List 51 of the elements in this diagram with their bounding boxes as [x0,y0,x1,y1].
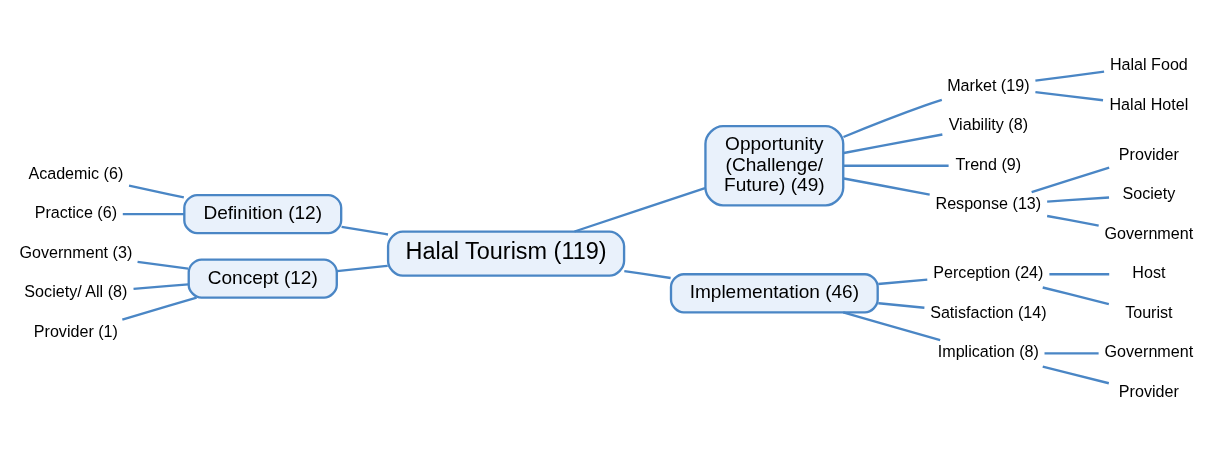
node-text: Halal Hotel [1109,94,1189,113]
connector [843,98,943,139]
node-text: Society/ All (8) [24,282,128,301]
node-text: Society [1122,184,1176,203]
connector [1046,214,1099,227]
node-text: Perception (24) [933,263,1044,282]
node-box: Opportunity (Challenge/ Future) (49) [704,125,845,207]
connector [1044,352,1099,355]
node-text: Halal Food [1109,55,1188,74]
connector [624,269,671,280]
node-text: Academic (6) [28,163,124,182]
connector [122,296,197,321]
connector [842,311,941,342]
node-text: Government [1104,223,1194,242]
node-text: Viability (8) [948,115,1029,134]
node-text: Provider [1118,144,1179,163]
connector [1049,273,1110,276]
node-text: Practice (6) [34,203,118,222]
node-box: Concept (12) [187,258,338,299]
connector [128,184,185,199]
node-text: Tourist [1125,302,1173,321]
connector [336,264,388,273]
node-box: Implementation (46) [669,273,879,314]
connector [843,177,930,196]
connector [1042,365,1110,385]
node-text: Provider (1) [33,321,118,340]
connector [574,187,706,233]
connector [1042,286,1110,306]
node-text: Satisfaction (14) [930,302,1047,321]
node-text: Response (13) [935,194,1042,213]
connector [1035,70,1105,82]
node-box: Halal Tourism (119) [386,230,626,277]
connector [341,225,389,236]
connector [843,133,943,155]
connector [1047,196,1110,203]
node-text: Government [1104,342,1194,361]
connector [1031,166,1110,194]
node-text: Government (3) [19,242,133,261]
node-text: Trend (9) [955,154,1022,173]
node-text: Host [1132,263,1166,282]
connector [122,212,185,216]
connector [133,283,189,290]
connector [1035,90,1104,102]
node-text: Implication (8) [937,342,1039,361]
connector [137,260,189,270]
node-box: Definition (12) [183,193,343,235]
connector [843,164,949,167]
node-text: Market (19) [947,75,1030,94]
connector [878,278,928,286]
node-text: Provider [1118,382,1179,401]
connector [878,302,925,309]
